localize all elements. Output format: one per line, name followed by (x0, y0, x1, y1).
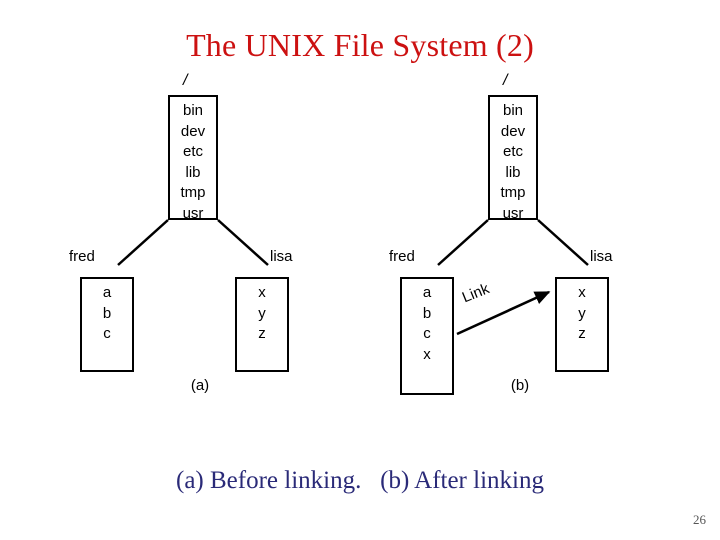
lisa-directory-box: x y z (235, 277, 289, 372)
dir-entry: dev (500, 122, 526, 140)
edge-root-to-fred (437, 219, 489, 266)
edge-root-to-lisa (537, 219, 589, 266)
dir-entry: c (423, 325, 431, 342)
dir-entry: etc (502, 143, 523, 160)
dir-entry: a (422, 284, 432, 301)
dir-entry: b (422, 304, 432, 322)
root-slash-label: / (503, 72, 508, 89)
dir-entry: bin (502, 102, 524, 119)
dir-entry: lib (505, 163, 521, 181)
page-title: The UNIX File System (2) (186, 27, 534, 63)
dir-entry: tmp (180, 184, 206, 201)
lisa-directory-label: lisa (270, 248, 293, 265)
fred-directory-box: a b c (80, 277, 134, 372)
figure-caption: (a) Before linking. (b) After linking (176, 467, 544, 494)
diagram-panel-b: / bin dev etc lib tmp usr fred lisa a b … (375, 62, 665, 407)
fred-directory-label: fred (69, 248, 95, 265)
dir-entry: y (258, 304, 266, 322)
fred-directory-box: a b c x (400, 277, 454, 395)
dir-entry: x (578, 284, 586, 301)
dir-entry: lib (185, 163, 201, 181)
dir-entry: a (102, 284, 112, 301)
root-directory-box: bin dev etc lib tmp usr (488, 95, 538, 222)
link-arrow (456, 290, 551, 336)
panel-label-a: (a) (190, 377, 210, 394)
dir-entry: dev (180, 122, 206, 140)
dir-entry: etc (182, 143, 203, 160)
root-directory-box: bin dev etc lib tmp usr (168, 95, 218, 222)
panel-a-connectors (117, 219, 269, 266)
lisa-directory-label: lisa (590, 248, 613, 265)
dir-entry: usr (502, 204, 524, 222)
dir-entry: bin (182, 102, 204, 119)
dir-entry: c (103, 325, 111, 342)
dir-entry: z (578, 325, 586, 342)
dir-entry: x (423, 345, 431, 363)
panel-b-connectors (437, 219, 589, 336)
dir-entry: b (102, 304, 112, 322)
panel-label-b: (b) (510, 377, 530, 394)
root-slash-label: / (183, 72, 188, 89)
dir-entry: tmp (500, 184, 526, 201)
figure-unix-file-system: / bin dev etc lib tmp usr fred lisa a b … (55, 62, 665, 407)
fred-directory-label: fred (389, 248, 415, 265)
dir-entry: z (258, 325, 266, 342)
page-number: 26 (693, 512, 706, 527)
edge-root-to-lisa (217, 219, 269, 266)
dir-entry: usr (182, 204, 204, 222)
edge-root-to-fred (117, 219, 169, 266)
dir-entry: y (578, 304, 586, 322)
dir-entry: x (258, 284, 266, 301)
lisa-directory-box: x y z (555, 277, 609, 372)
diagram-panel-a: / bin dev etc lib tmp usr fred lisa a b … (55, 62, 345, 407)
